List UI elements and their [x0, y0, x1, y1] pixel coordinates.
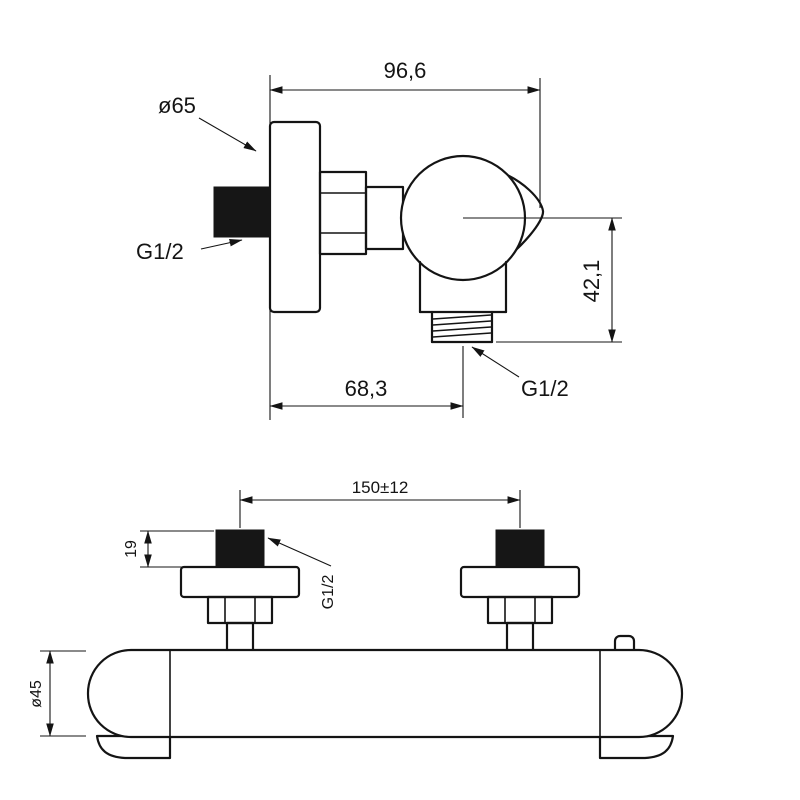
dimension-inlet-spacing: 150±12: [239, 478, 521, 528]
escutcheon-plate-side: [268, 120, 322, 314]
right-neck: [505, 621, 535, 654]
right-hex-nut: [486, 595, 554, 625]
connector-cylinder: [364, 185, 405, 251]
dimension-outlet-drop: 42,1: [463, 217, 622, 343]
left-neck: [225, 621, 255, 654]
dim-width-total-label: 96,6: [384, 58, 427, 83]
mixer-bar-body: [86, 648, 684, 739]
dim-inlet-spacing-label: 150±12: [352, 478, 409, 497]
left-inlet-assembly: [179, 529, 301, 654]
left-foot: [95, 734, 172, 760]
callout-inlet-thread: G1/2: [136, 238, 243, 264]
dim-inlet-block-height-label: 19: [123, 540, 140, 558]
right-foot: [598, 734, 675, 760]
callout-outlet-thread: G1/2: [471, 346, 569, 401]
left-hex-nut: [206, 595, 274, 625]
hex-nut-side: [318, 170, 368, 256]
inlet-connection-block: [213, 186, 271, 238]
left-inlet-block: [215, 529, 265, 568]
outlet-thread: [430, 310, 494, 344]
dim-outlet-drop-label: 42,1: [579, 260, 604, 303]
dimension-outlet-offset: 68,3: [269, 346, 464, 418]
outlet-thread-label: G1/2: [521, 376, 569, 401]
right-inlet-assembly: [459, 529, 581, 654]
callout-plate-diameter: ø65: [158, 93, 257, 152]
front-inlet-thread-label: G1/2: [320, 575, 337, 610]
right-escutcheon: [459, 565, 581, 599]
dim-outlet-offset-label: 68,3: [345, 376, 388, 401]
callout-front-inlet-thread: G1/2: [267, 537, 337, 610]
plate-diameter-label: ø65: [158, 93, 196, 118]
dimension-inlet-block-height: 19: [123, 530, 214, 568]
right-inlet-block: [495, 529, 545, 568]
dimension-width-total: 96,6: [269, 58, 541, 208]
dim-body-diameter-label: ø45: [28, 680, 45, 708]
left-escutcheon: [179, 565, 301, 599]
side-view: 96,6 ø65 G1/2 42,1 68,3 G1/2: [136, 58, 622, 420]
front-view: 150±12: [28, 478, 684, 760]
dimension-body-diameter: ø45: [28, 650, 86, 737]
inlet-thread-label: G1/2: [136, 239, 184, 264]
